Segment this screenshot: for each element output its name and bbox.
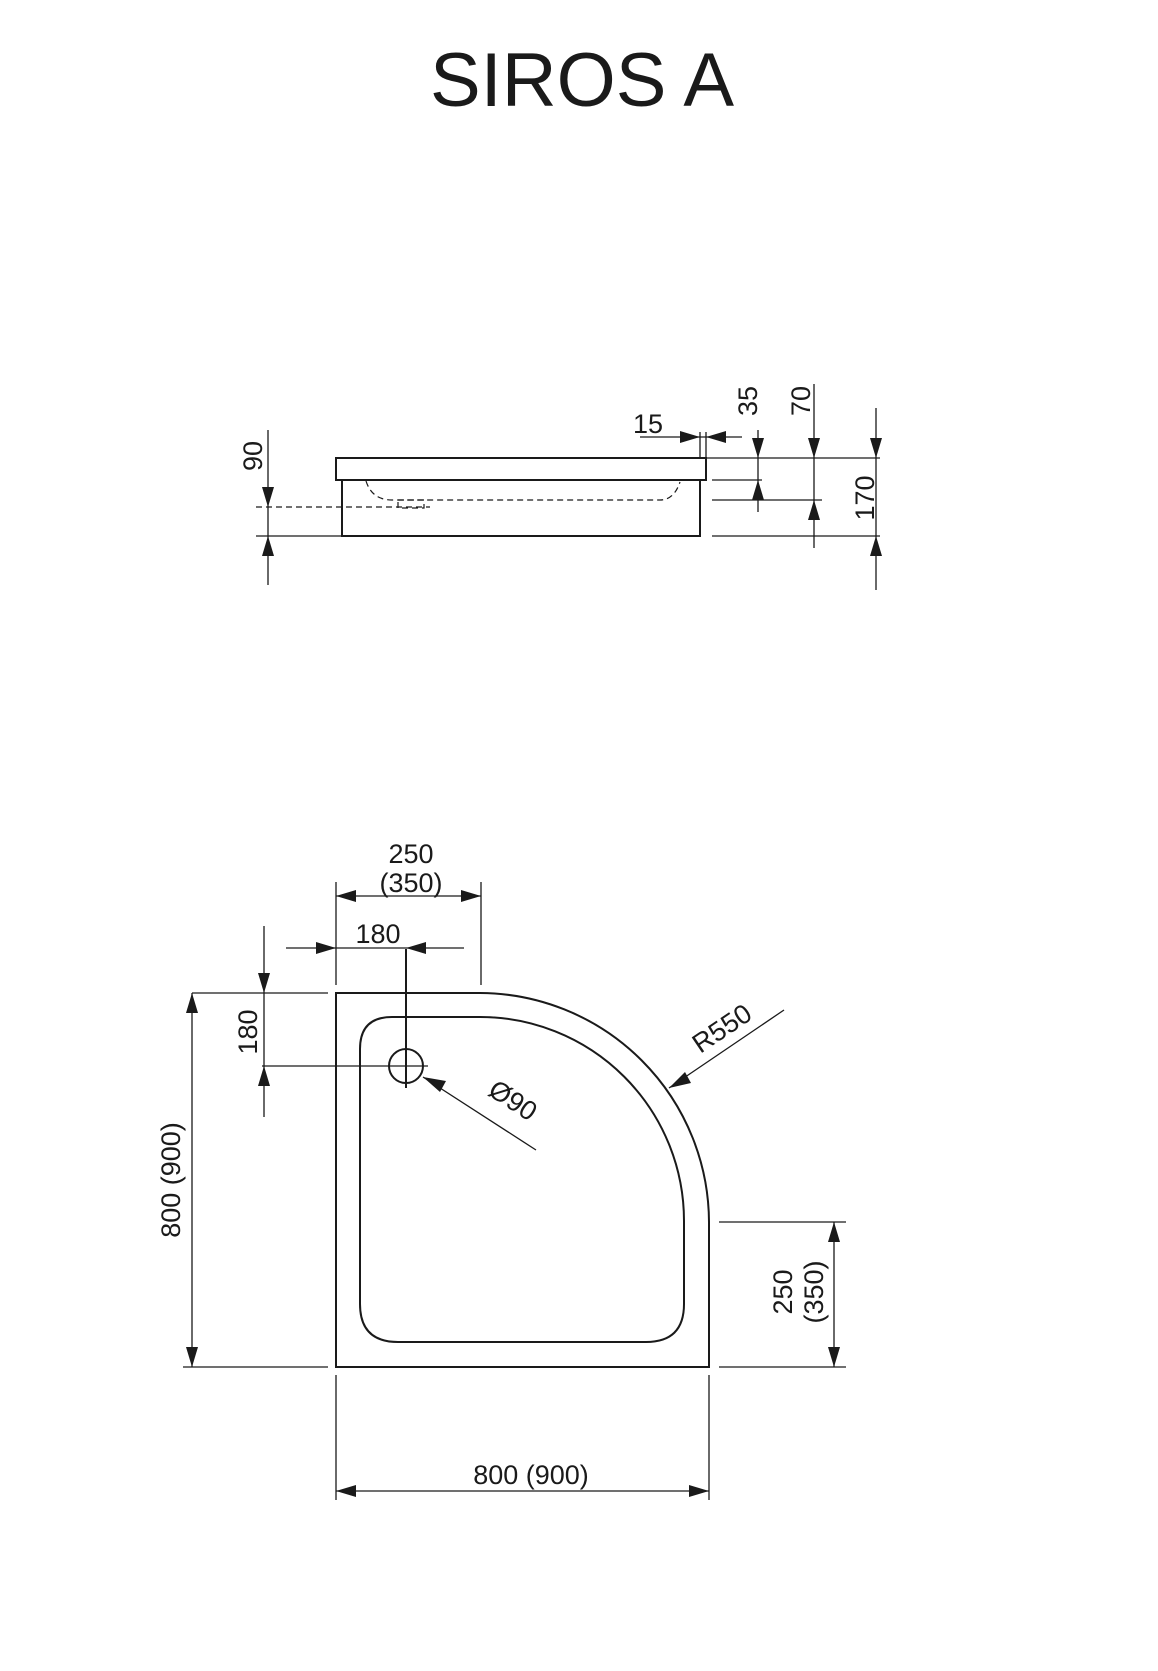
- dim-35-label: 35: [733, 386, 763, 416]
- dim-350-top-label: (350): [379, 868, 442, 898]
- dim-800-left-label: 800 (900): [156, 1122, 186, 1238]
- dim-r550-label: R550: [687, 998, 757, 1059]
- dim-drain-diameter-label: Ø90: [483, 1074, 542, 1127]
- top-view: 250 (350) 180 180 Ø90 R550 800 (900): [156, 839, 846, 1500]
- dim-800-bottom-label: 800 (900): [473, 1460, 589, 1490]
- tray-rim: [335, 457, 707, 481]
- tray-base: [341, 480, 701, 537]
- drain-outline: [397, 499, 425, 509]
- side-view: 90 15 35 70 170: [238, 384, 882, 590]
- dim-180-horizontal-label: 180: [355, 919, 400, 949]
- dim-250-top-label: 250: [388, 839, 433, 869]
- basin-profile: [365, 480, 681, 501]
- dim-350-right-label: (350): [799, 1260, 829, 1323]
- dim-180-vertical-label: 180: [233, 1009, 263, 1054]
- tray-outline: [335, 992, 710, 1368]
- dim-250-right-label: 250: [768, 1269, 798, 1314]
- dim-70-label: 70: [786, 386, 816, 416]
- page-title: SIROS A: [430, 38, 734, 123]
- dim-15-label: 15: [633, 409, 663, 439]
- inner-basin: [359, 1016, 685, 1343]
- dim-170-label: 170: [850, 475, 880, 520]
- dim-90-label: 90: [238, 441, 268, 471]
